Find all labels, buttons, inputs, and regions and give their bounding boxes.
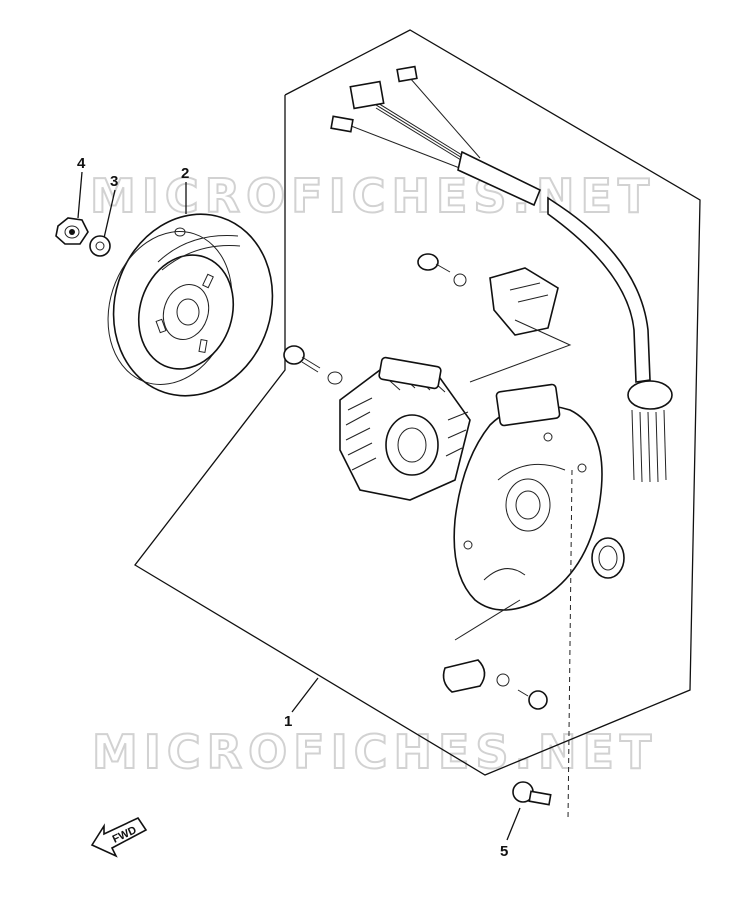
callout-1: 1	[284, 713, 292, 730]
base-plate-part	[453, 383, 603, 611]
guide-line-bolt	[567, 469, 573, 821]
watermark-bottom: MICROFICHES.NET	[92, 725, 657, 779]
forward-arrow-icon: FWD	[90, 816, 148, 858]
oil-seal-part	[591, 537, 625, 579]
connector-block-a	[349, 80, 385, 110]
assembly-outline	[134, 29, 701, 776]
guide-line-b	[454, 599, 521, 641]
forward-label: FWD	[111, 824, 139, 845]
pickup-coil-part	[417, 253, 559, 336]
callout-4: 4	[77, 155, 86, 172]
grommet	[627, 380, 673, 410]
callout-5-leader	[506, 807, 521, 841]
flywheel-rotor-part	[107, 213, 274, 397]
callout-3-leader	[103, 189, 116, 239]
callout-2: 2	[181, 165, 189, 182]
wire-harness	[330, 65, 673, 483]
callout-1-leader	[291, 677, 319, 713]
washer-part	[89, 235, 111, 257]
callout-5: 5	[500, 843, 508, 860]
callout-4-leader	[77, 171, 83, 219]
bolt-part	[512, 781, 552, 806]
clamp-part	[442, 659, 548, 710]
callout-3: 3	[110, 173, 118, 190]
connector-b	[396, 65, 418, 83]
guide-line-a	[469, 319, 572, 383]
connector-c	[330, 115, 354, 133]
stator-coil-part	[339, 356, 471, 501]
nut-part	[55, 217, 89, 245]
stator-screw-part	[283, 345, 343, 385]
